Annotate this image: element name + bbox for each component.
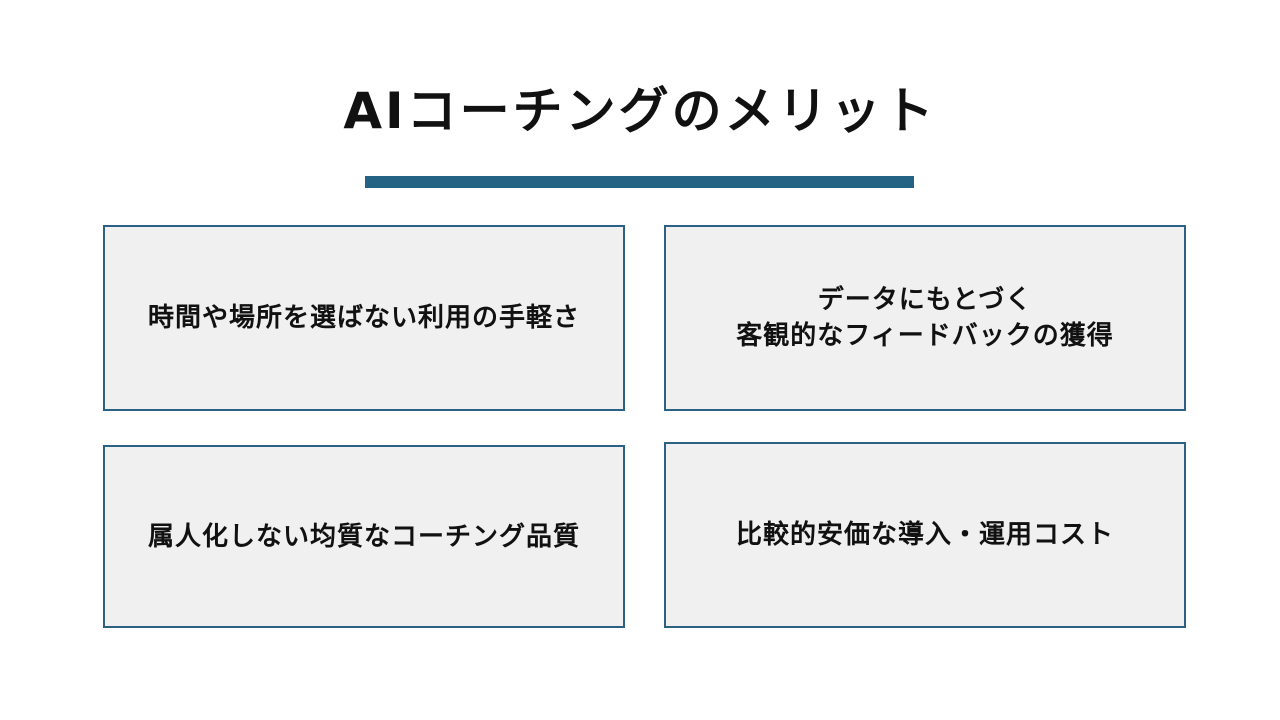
title-underline	[365, 176, 914, 188]
merit-card-feedback: データにもとづく 客観的なフィードバックの獲得	[664, 225, 1186, 411]
merit-card-quality: 属人化しない均質なコーチング品質	[103, 445, 625, 628]
merit-card-cost: 比較的安価な導入・運用コスト	[664, 442, 1186, 628]
card-text: 属人化しない均質なコーチング品質	[147, 521, 580, 552]
slide-title: AIコーチングのメリット	[343, 82, 937, 140]
card-text: データにもとづく	[817, 285, 1033, 315]
merit-card-convenience: 時間や場所を選ばない利用の手軽さ	[103, 225, 625, 411]
card-text: 時間や場所を選ばない利用の手軽さ	[147, 303, 580, 333]
card-text: 比較的安価な導入・運用コスト	[735, 520, 1114, 550]
card-text: 客観的なフィードバックの獲得	[736, 321, 1114, 351]
